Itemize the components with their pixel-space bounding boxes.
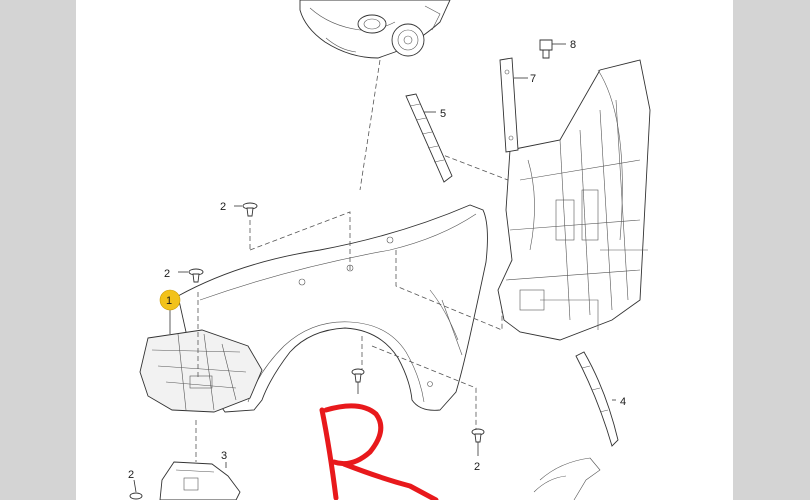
exploded-parts-diagram: 8 7 5 4 2 2 2 2 3 1: [128, 0, 651, 500]
clip-2a: [242, 202, 258, 217]
wheel-arch-liner: [139, 329, 263, 413]
callout-5: 5: [440, 108, 446, 120]
callout-7: 7: [530, 73, 536, 85]
part-8-bolt: [539, 39, 553, 59]
callout-2-right: 2: [474, 461, 480, 473]
body-structure: [497, 59, 651, 341]
callout-2-left: 2: [164, 268, 170, 280]
callout-4: 4: [620, 396, 626, 408]
clip-2e: [129, 492, 143, 500]
callout-2-top: 2: [220, 201, 226, 213]
part-3-bracket: [159, 461, 241, 500]
callout-1-badge: [159, 289, 181, 311]
callout-3: 3: [221, 450, 227, 462]
clip-2b: [188, 268, 204, 283]
part-4-trim: [575, 351, 619, 447]
parts-diagram-sheet: 8 7 5 4 2 2 2 2 3 1: [76, 0, 733, 500]
leader-car: [359, 59, 381, 191]
red-marker-annotation-icon: [319, 403, 439, 500]
bottom-part-outline: [533, 457, 601, 500]
car-illustration: [299, 0, 451, 59]
callout-8: 8: [570, 39, 576, 51]
clip-2c: [351, 368, 365, 383]
callout-1: 1: [166, 295, 172, 307]
clip-2d: [471, 428, 485, 443]
part-7-bracket: [499, 57, 519, 153]
callout-2-bottom: 2: [128, 469, 134, 481]
part-5-seal: [405, 93, 453, 183]
